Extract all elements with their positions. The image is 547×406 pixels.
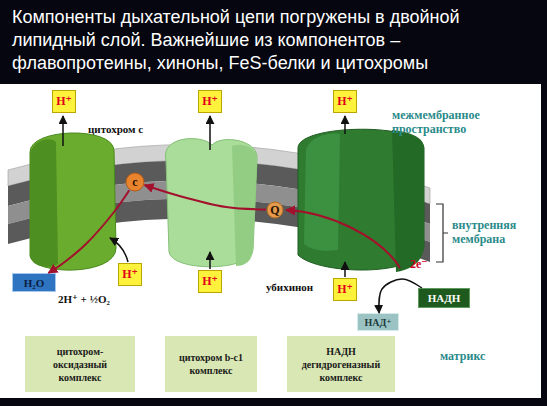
molecule-label: НАД⁺ [364,317,391,328]
proton-label: H⁺ [337,282,353,297]
molecule-label: H₂O [24,277,44,289]
nadh-box: НАДН [418,288,470,308]
flow-arrow [145,185,266,209]
carrier-letter: Q [270,203,279,218]
reaction-label: 2H⁺ + ½O₂ [58,292,148,306]
proton-arrow [110,238,128,262]
complex-name-box: НАДН дегидрогеназный комплекс [287,336,395,392]
water-box: H₂O [12,273,56,292]
proton-label: H⁺ [202,274,218,289]
molecule-label: НАДН [428,292,461,304]
complex-name-box: цитохром b-c1 комплекс [165,336,257,392]
proton-box: H⁺ [198,270,222,293]
carrier-circle [126,173,144,191]
region-label: внутренняя мембрана [452,218,530,246]
complex-shading [30,139,58,266]
complex-name: цитохром b-c1 комплекс [178,351,244,377]
slide-title: Компоненты дыхательной цепи погружены в … [12,6,527,75]
region-label: межмембранное пространство [392,108,492,136]
carrier-letter: c [132,175,137,190]
proton-arrow [344,116,346,134]
carrier-label: убихинон [266,280,346,294]
flow-arrow [379,279,422,313]
proton-label: H⁺ [122,267,138,282]
complex-name-box: цитохром-оксидазный комплекс [25,336,135,392]
complex-shading [392,130,424,272]
flow-arrow [48,190,129,273]
membrane-bracket [436,204,448,262]
complex-shading [232,145,257,266]
proton-arrow [209,252,211,269]
proton-box: H⁺ [118,263,142,286]
electron-path [286,210,400,268]
proton-label: H⁺ [56,94,72,109]
cytochrome-c-circle: c [125,172,145,192]
complex-name: цитохром-оксидазный комплекс [45,345,115,384]
electron-label: 2e⁻ [410,257,440,271]
proton-box: H⁺ [333,90,357,113]
proton-arrow [62,116,64,146]
ubiquinone-circle: Q [266,201,284,219]
complex-shading [304,134,340,251]
cytochrome-oxidase-complex [30,133,116,270]
proton-arrow [209,116,211,150]
complex-name: НАДН дегидрогеназный комплекс [296,345,386,384]
carrier-label: цитохром с [88,122,178,136]
proton-arrow [344,262,346,277]
proton-box: H⁺ [198,90,222,113]
proton-box: H⁺ [52,90,76,113]
proton-box: H⁺ [333,278,357,301]
region-label: матрикс [440,349,520,363]
proton-label: H⁺ [337,94,353,109]
proton-label: H⁺ [202,94,218,109]
white-panel [0,84,541,398]
carrier-circle [267,202,283,218]
bc1-complex [165,139,257,267]
nad-box: НАД⁺ [357,313,399,331]
